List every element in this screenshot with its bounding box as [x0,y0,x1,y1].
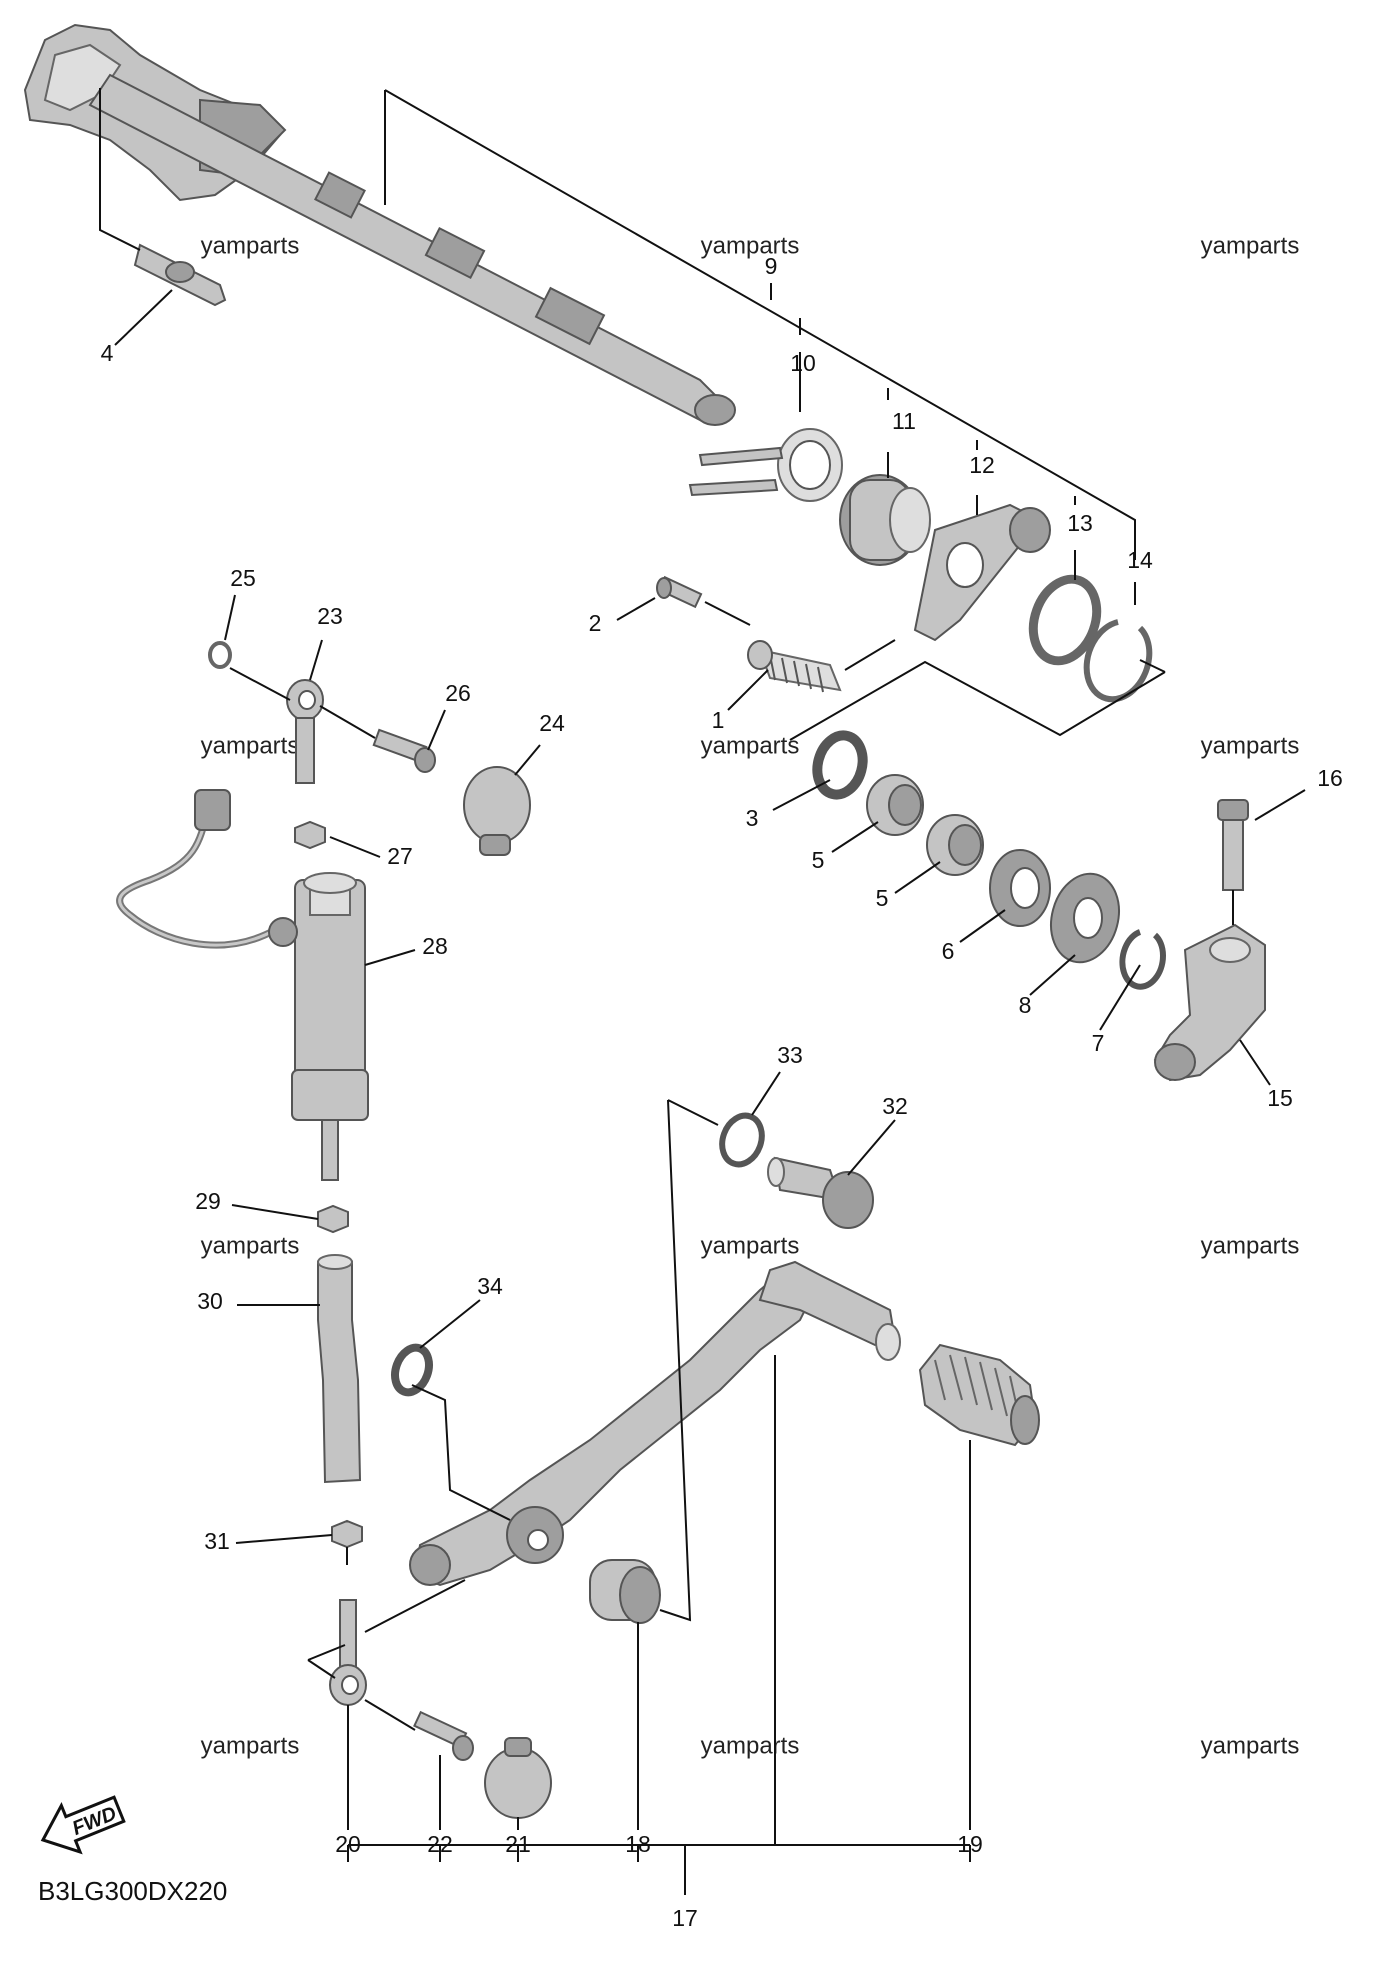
part-19-pedal-rubber [918,1343,1040,1447]
watermark: yamparts [701,732,800,759]
callout-33: 33 [777,1042,803,1068]
callout-24: 24 [539,710,565,736]
watermark-grid: yamparts yamparts yamparts yamparts yamp… [201,232,1300,1759]
callout-2: 2 [589,610,602,636]
callout-1: 1 [712,707,725,733]
callout-23: 23 [317,603,343,629]
watermark: yamparts [1201,732,1300,759]
part-2-bolt [656,575,703,609]
callout-4: 4 [101,340,114,366]
callout-3: 3 [746,805,759,831]
part-10-spring [688,428,843,502]
part-27-nut [294,820,326,850]
part-13-washer [1028,574,1102,666]
part-14-circlip [1083,619,1153,703]
callout-26: 26 [445,680,471,706]
callout-7: 7 [1092,1030,1105,1056]
callout-15: 15 [1267,1085,1293,1111]
callout-14: 14 [1127,547,1153,573]
callout-17: 17 [672,1905,698,1931]
watermark: yamparts [201,232,300,259]
callout-6: 6 [942,938,955,964]
fwd-arrow-icon: FWD [40,1795,126,1855]
callout-5b: 5 [876,885,889,911]
part-12-lever [913,503,1051,642]
part-24-boot [463,766,531,856]
callout-18: 18 [625,1831,651,1857]
callout-11: 11 [892,408,916,434]
watermark: yamparts [201,732,300,759]
callout-12: 12 [969,452,995,478]
callout-29: 29 [195,1188,221,1214]
callout-32: 32 [882,1093,908,1119]
watermark: yamparts [201,1232,300,1259]
part-29-nut [317,1204,349,1234]
callout-19: 19 [957,1831,983,1857]
watermark: yamparts [701,1732,800,1759]
part-21-boot [484,1737,552,1819]
part-33-clip [719,1112,765,1168]
part-26-bolt [372,728,436,773]
part-28-shift-sensor [116,789,369,1181]
watermark: yamparts [1201,232,1300,259]
callout-20: 20 [335,1831,361,1857]
diagram-code: B3LG300DX220 [38,1876,227,1906]
part-11-collar [839,474,931,566]
part-30-rod [317,1254,362,1484]
callout-16: 16 [1317,765,1343,791]
leader-lines [99,88,1306,1895]
part-25-clip [208,641,232,669]
callout-34: 34 [477,1273,503,1299]
watermark: yamparts [1201,1232,1300,1259]
callout-10: 10 [790,350,816,376]
callout-21: 21 [505,1831,531,1857]
part-4-pin [133,243,227,307]
callout-28: 28 [422,933,448,959]
part-5-bushings [866,774,984,876]
part-31-nut [331,1519,363,1549]
callouts: 1 2 3 4 5 5 6 7 8 9 10 11 12 13 14 15 16… [101,253,1343,1931]
callout-13: 13 [1067,510,1093,536]
part-23-rod-end [286,679,324,784]
part-3-washer [812,730,868,800]
part-16-bolt [1217,799,1249,891]
callout-8: 8 [1019,992,1032,1018]
callout-22: 22 [427,1831,453,1857]
watermark: yamparts [1201,1732,1300,1759]
part-22-bolt [413,1710,474,1761]
part-17-shift-pedal [409,1260,901,1587]
callout-9: 9 [765,253,778,279]
callout-27: 27 [387,843,413,869]
part-34-washer [391,1343,433,1397]
part-6-seal [989,849,1051,927]
part-15-arm [1153,923,1266,1082]
watermark: yamparts [201,1732,300,1759]
part-7-circlip [1119,929,1166,990]
callout-30: 30 [197,1288,223,1314]
watermark: yamparts [701,232,800,259]
callout-25: 25 [230,565,256,591]
shift-shaft [23,23,736,426]
part-32-pivot-bolt [767,1156,874,1229]
callout-5a: 5 [812,847,825,873]
part-8-washer [1050,872,1120,964]
callout-31: 31 [204,1528,230,1554]
watermark: yamparts [701,1232,800,1259]
part-1-spring [747,640,842,693]
part-20-rod-end [329,1599,367,1706]
part-18-bushing [589,1559,661,1624]
